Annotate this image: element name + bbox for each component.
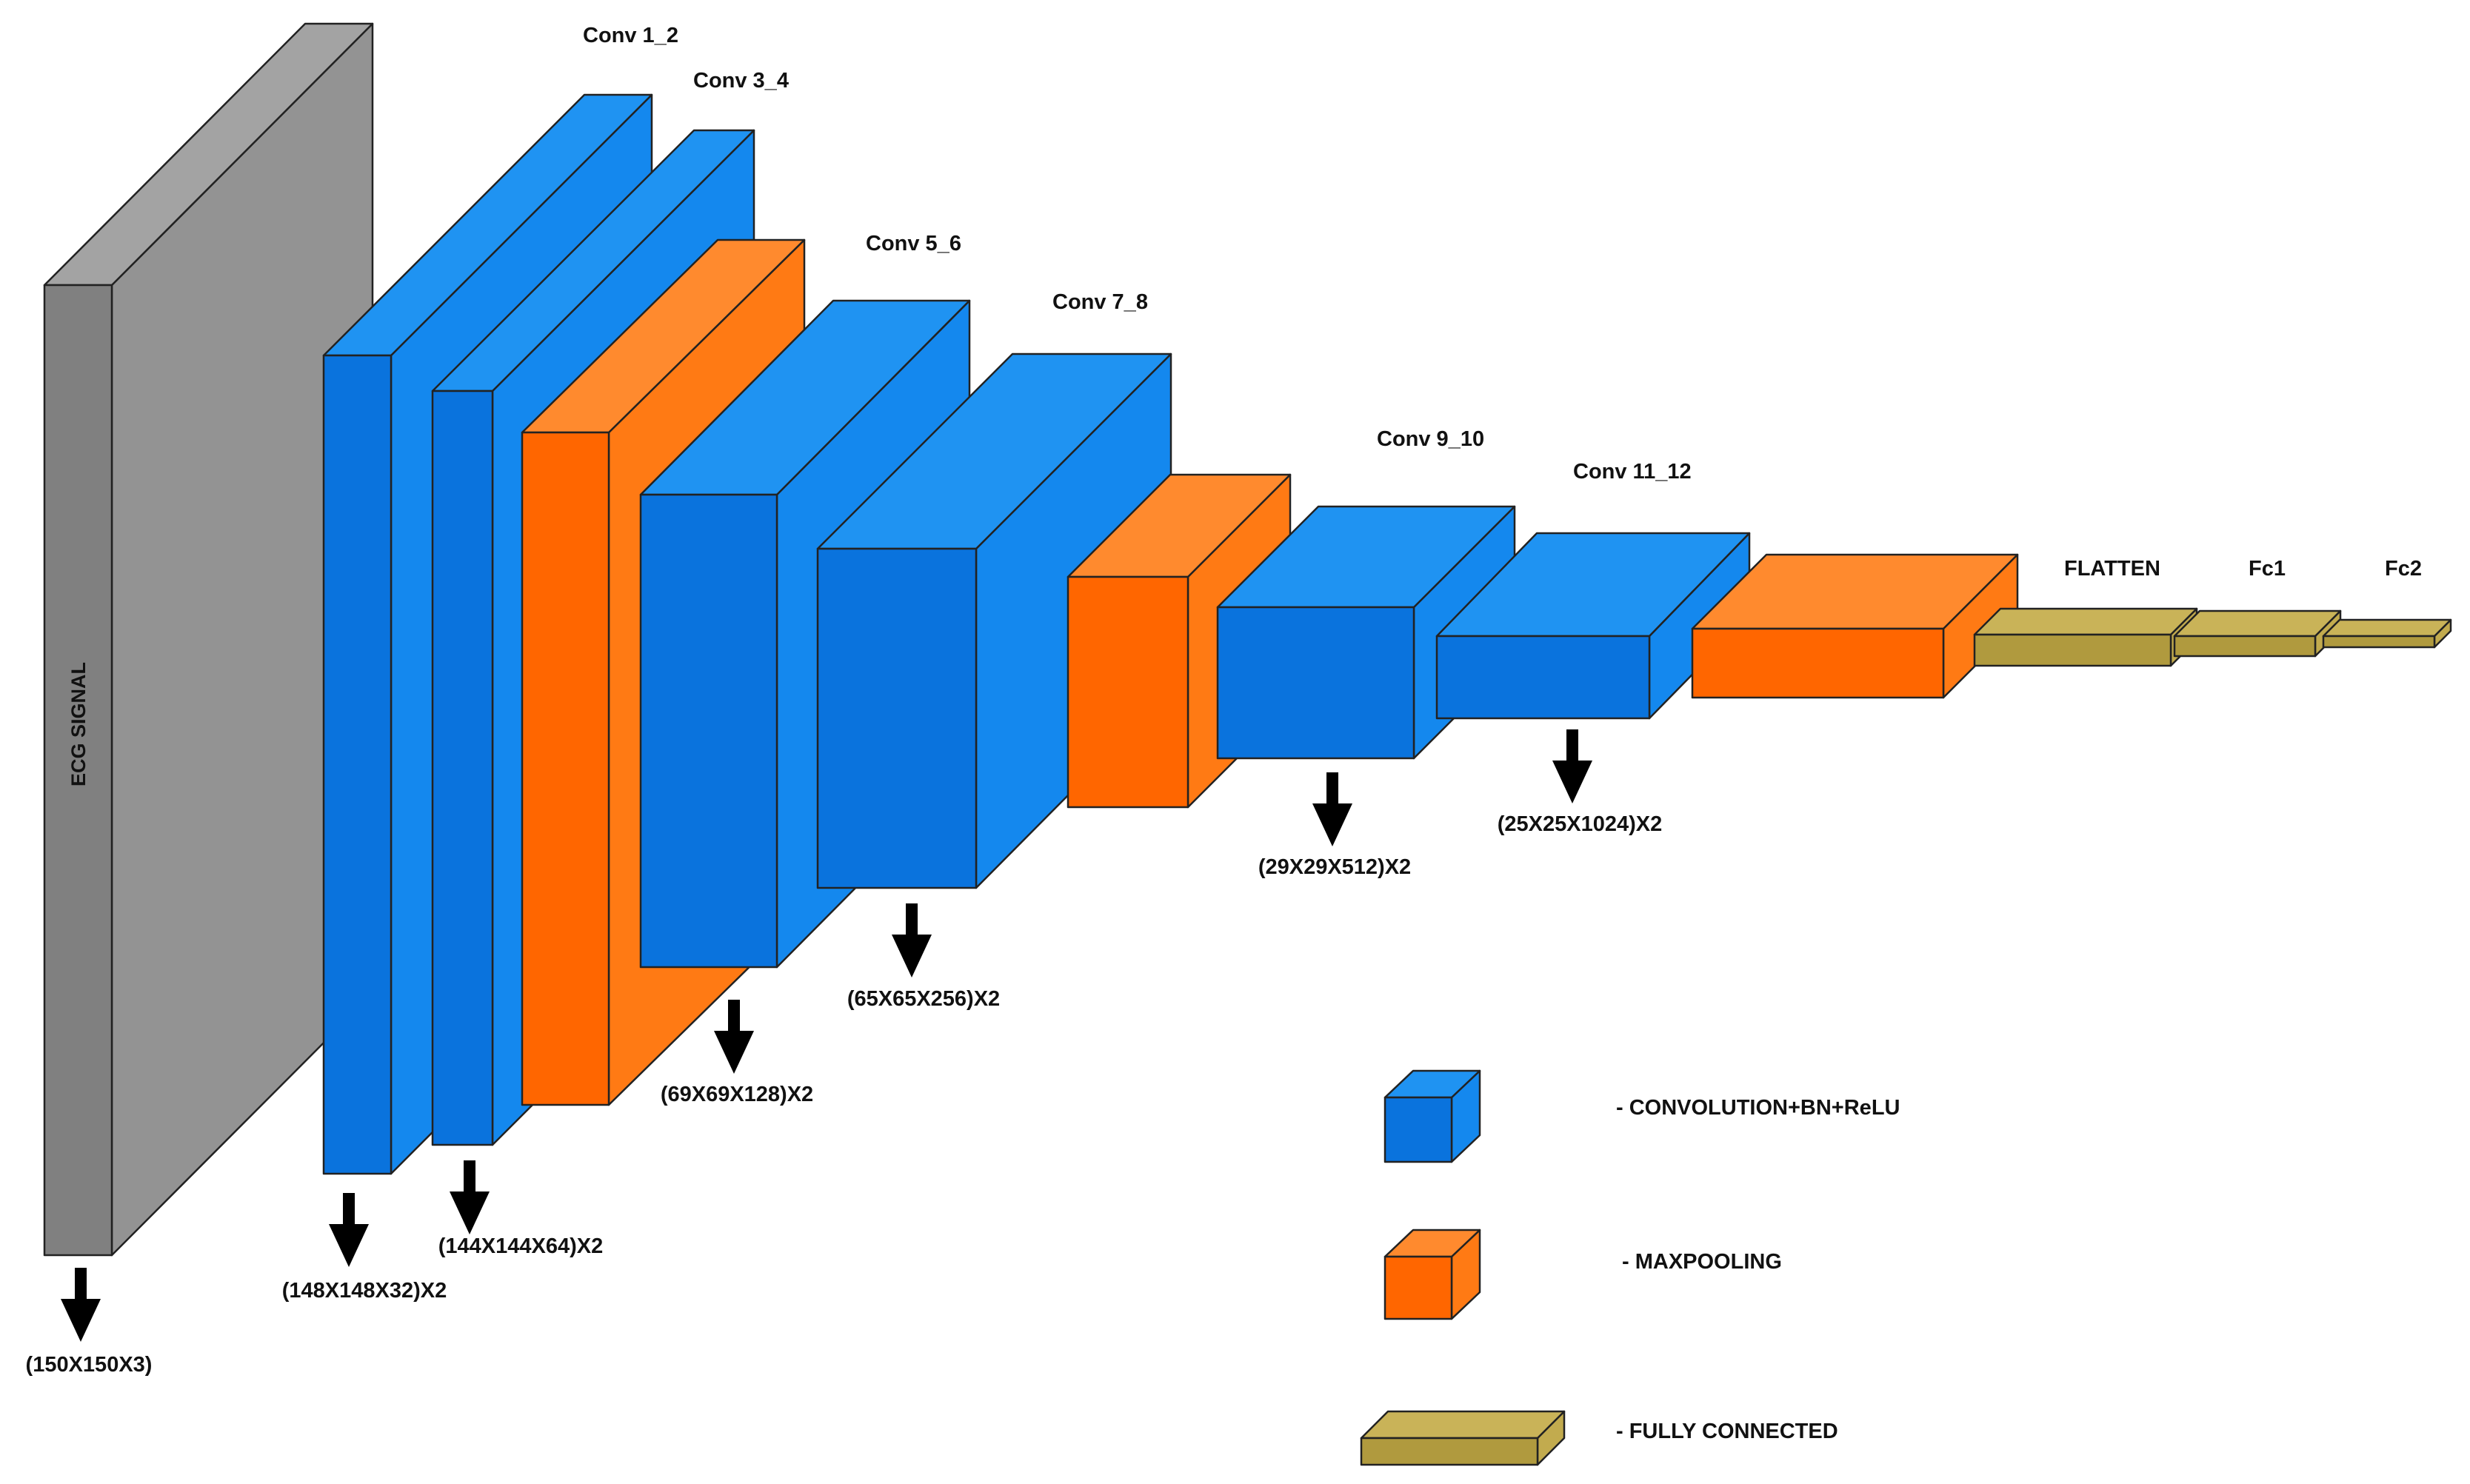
- shape-arrow: [1552, 729, 1592, 803]
- layer-front: [521, 431, 610, 1106]
- shape-arrow: [1312, 772, 1352, 846]
- shape-arrow: [450, 1160, 490, 1234]
- layer-label: Conv 5_6: [866, 232, 961, 255]
- legend-item-conv: - CONVOLUTION+BN+ReLU: [1383, 1069, 1900, 1163]
- legend-item-pool: - MAXPOOLING: [1383, 1229, 1782, 1320]
- layer-maxpool-3: [1691, 553, 2019, 699]
- shape-label: (29X29X512)X2: [1258, 855, 1411, 879]
- layer-fc2: [2322, 618, 2452, 649]
- down-arrow-icon: [329, 1193, 369, 1267]
- input-block-front: [43, 284, 113, 1257]
- layer-front: [431, 390, 494, 1146]
- layer-label: Conv 11_12: [1573, 460, 1692, 484]
- shape-arrow: [892, 903, 932, 977]
- shape-label: (25X25X1024)X2: [1498, 812, 1663, 836]
- down-arrow-icon: [714, 1000, 754, 1074]
- layer-fc1: [2173, 609, 2342, 658]
- down-arrow-icon: [1552, 729, 1592, 803]
- down-arrow-icon: [450, 1160, 490, 1234]
- layer-label: Fc1: [2249, 557, 2286, 581]
- layer-top: [2173, 609, 2342, 638]
- input-shape-label: (150X150X3): [26, 1353, 153, 1377]
- legend-label: - CONVOLUTION+BN+ReLU: [1616, 1096, 1900, 1120]
- layer-front: [322, 354, 393, 1175]
- layer-label: Conv 1_2: [583, 24, 678, 47]
- layer-front: [639, 493, 778, 969]
- input-block: ECG SIGNAL: [43, 22, 374, 1257]
- shape-label: (148X148X32)X2: [282, 1279, 447, 1303]
- layer-label: FLATTEN: [2064, 557, 2160, 581]
- shape-label: (144X144X64)X2: [438, 1234, 604, 1258]
- layer-front: [1216, 606, 1415, 760]
- layer-flatten: [1973, 607, 2198, 667]
- layer-label: Conv 9_10: [1377, 427, 1484, 451]
- layer-top: [1973, 607, 2198, 636]
- input-shape-arrow: [61, 1268, 101, 1342]
- layer-front: [2322, 635, 2436, 649]
- layer-front: [1435, 635, 1651, 720]
- shape-arrow: [714, 1000, 754, 1074]
- input-label: ECG SIGNAL: [67, 662, 90, 786]
- layer-front: [2173, 635, 2317, 658]
- legend: - CONVOLUTION+BN+ReLU - MAXPOOLING - FUL…: [1360, 1069, 1900, 1466]
- down-arrow-icon: [61, 1268, 101, 1342]
- shape-label: (65X65X256)X2: [847, 987, 1000, 1011]
- down-arrow-icon: [1312, 772, 1352, 846]
- legend-label: - FULLY CONNECTED: [1616, 1420, 1838, 1443]
- shape-label: (69X69X128)X2: [661, 1083, 813, 1106]
- layer-front: [1973, 633, 2172, 667]
- layer-label: Conv 3_4: [693, 69, 789, 93]
- down-arrow-icon: [892, 903, 932, 977]
- layer-front: [1691, 627, 1945, 699]
- legend-item-fc: - FULLY CONNECTED: [1360, 1410, 1838, 1466]
- layer-front: [1067, 575, 1189, 809]
- shape-arrow: [329, 1193, 369, 1267]
- layer-label: Fc2: [2385, 557, 2422, 581]
- layer-front: [816, 547, 978, 889]
- layer-label: Conv 7_8: [1052, 290, 1148, 314]
- layer-top: [2322, 618, 2452, 638]
- legend-label: - MAXPOOLING: [1622, 1250, 1782, 1274]
